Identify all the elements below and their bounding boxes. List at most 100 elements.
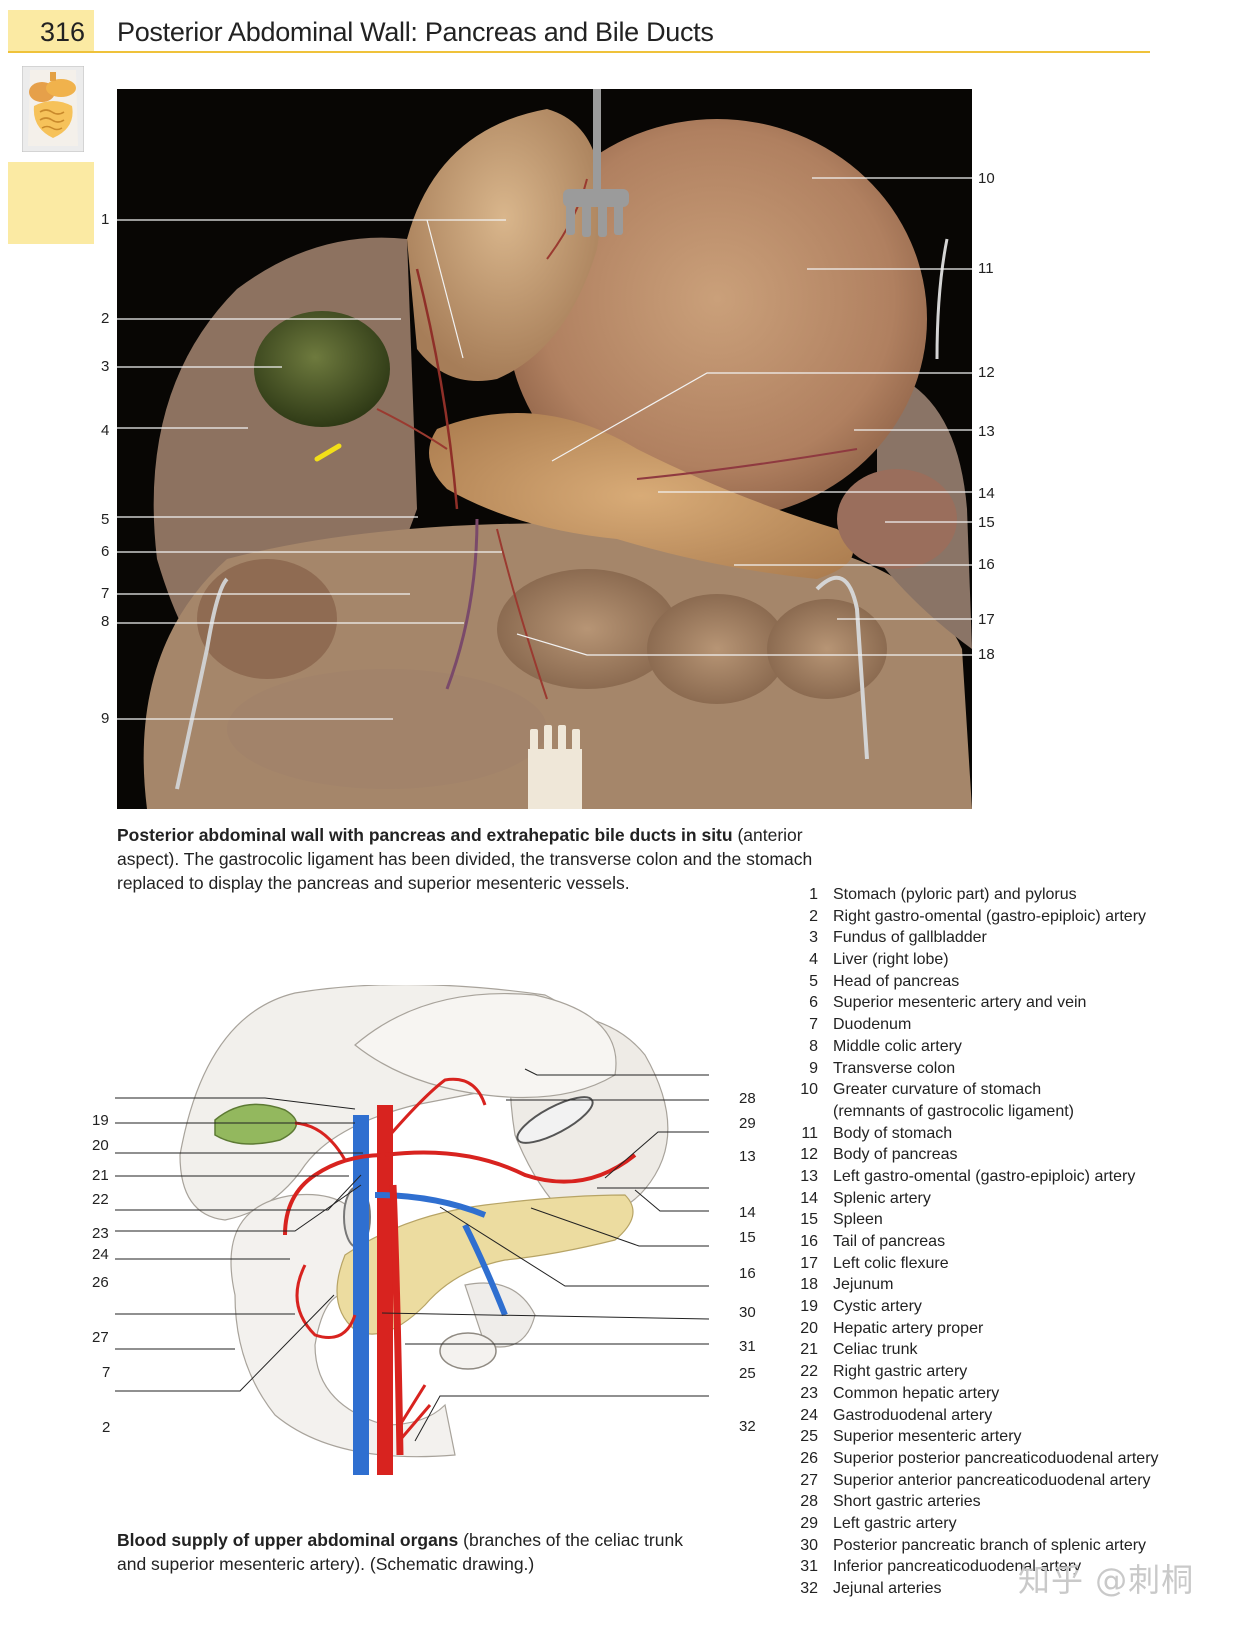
legend-number: 32 bbox=[800, 1580, 818, 1597]
stomach-pyloric-part bbox=[407, 109, 602, 381]
legend-number: 4 bbox=[809, 951, 818, 969]
legend-number: 8 bbox=[809, 1037, 818, 1055]
photo-label-8: 8 bbox=[101, 613, 110, 630]
vessel bbox=[496, 528, 548, 700]
left-gastric-artery bbox=[388, 1077, 487, 1136]
legend-number: 6 bbox=[809, 994, 818, 1012]
page-header: 316 Posterior Abdominal Wall: Pancreas a… bbox=[0, 0, 1150, 53]
legend-number: 12 bbox=[800, 1146, 818, 1164]
photo-label-12: 12 bbox=[978, 364, 995, 381]
jejunum-loop bbox=[497, 569, 677, 689]
legend-number: 15 bbox=[800, 1211, 818, 1229]
drawing-label-31: 31 bbox=[739, 1338, 756, 1355]
spleen bbox=[837, 469, 957, 569]
legend-number: 2 bbox=[809, 907, 818, 925]
legend-number: 10 bbox=[800, 1081, 818, 1099]
header-rule bbox=[8, 51, 1150, 53]
drawing-label-20: 20 bbox=[92, 1137, 109, 1154]
drawing-caption: Blood supply of upper abdominal organs (… bbox=[117, 1528, 717, 1576]
drawing-caption-text: (branches of the celiac trunk and superi… bbox=[117, 1530, 683, 1574]
legend-number: 23 bbox=[800, 1384, 818, 1402]
legend-item: 31 Inferior pancreaticoduodenal artery bbox=[800, 1556, 1220, 1578]
drawing-label-29: 29 bbox=[739, 1115, 756, 1132]
vessel bbox=[445, 518, 479, 690]
photo-label-13: 13 bbox=[978, 423, 995, 440]
legend-item: 8 Middle colic artery bbox=[800, 1036, 1220, 1058]
duodenum bbox=[197, 559, 337, 679]
legend-text: Superior anterior pancreaticoduodenal ar… bbox=[833, 1471, 1151, 1489]
legend-number: 17 bbox=[800, 1254, 818, 1272]
photo-caption-title: Posterior abdominal wall with pancreas a… bbox=[117, 825, 733, 845]
legend-number: 16 bbox=[800, 1233, 818, 1250]
retractor-wire-right bbox=[935, 238, 949, 360]
photo-label-6: 6 bbox=[101, 543, 110, 560]
drawing-label-14: 14 bbox=[739, 1204, 756, 1221]
drawing-label-16: 16 bbox=[739, 1265, 756, 1282]
photo-label-9: 9 bbox=[101, 710, 110, 727]
legend-text: Head of pancreas bbox=[833, 972, 960, 990]
drawing-caption-title: Blood supply of upper abdominal organs bbox=[117, 1530, 459, 1550]
legend-number: 28 bbox=[800, 1493, 818, 1511]
legend-item: 7 Duodenum bbox=[800, 1014, 1220, 1036]
drawing-label-25: 25 bbox=[739, 1365, 756, 1382]
legend-text: Left gastro-omental (gastro-epiploic) ar… bbox=[833, 1167, 1136, 1185]
schematic-drawing bbox=[115, 985, 710, 1475]
legend-text: Superior mesenteric artery and vein bbox=[833, 994, 1087, 1012]
legend-number: 14 bbox=[800, 1189, 818, 1207]
legend-text: Body of pancreas bbox=[833, 1146, 958, 1164]
legend-text: Celiac trunk bbox=[833, 1341, 918, 1359]
legend-text: Left gastric artery bbox=[833, 1514, 957, 1532]
photo-label-4: 4 bbox=[101, 422, 110, 439]
jejunum-loop bbox=[767, 599, 887, 699]
legend-text: Duodenum bbox=[833, 1016, 912, 1034]
page-number: 316 bbox=[40, 17, 86, 47]
drawing-label-26: 26 bbox=[92, 1274, 109, 1291]
legend-text: Common hepatic artery bbox=[833, 1384, 1000, 1402]
legend-text: (remnants of gastrocolic ligament) bbox=[833, 1102, 1074, 1120]
photo-label-1: 1 bbox=[101, 211, 110, 228]
legend-text: Cystic artery bbox=[833, 1298, 922, 1316]
hepatic-artery-proper bbox=[294, 1121, 347, 1161]
legend-text: Hepatic artery proper bbox=[833, 1319, 984, 1337]
transverse-colon bbox=[227, 669, 547, 789]
vessel bbox=[415, 268, 459, 510]
common-hepatic-artery bbox=[283, 1153, 386, 1236]
jejunum-cut-end bbox=[439, 1332, 497, 1370]
legend-number: 20 bbox=[800, 1319, 818, 1337]
dissection-photo bbox=[117, 89, 972, 809]
legend-number: 22 bbox=[800, 1363, 818, 1381]
legend-number: 11 bbox=[801, 1124, 818, 1142]
legend-number: 7 bbox=[809, 1016, 818, 1034]
drawing-label-7: 7 bbox=[102, 1364, 111, 1381]
photo-label-10: 10 bbox=[978, 170, 995, 187]
vessel bbox=[636, 448, 858, 480]
photo-label-5: 5 bbox=[101, 511, 110, 528]
legend-text: Right gastro-omental (gastro-epiploic) a… bbox=[833, 907, 1147, 925]
drawing-label-32: 32 bbox=[739, 1418, 756, 1435]
drawing-label-22: 22 bbox=[92, 1191, 109, 1208]
drawing-label-27: 27 bbox=[92, 1329, 109, 1346]
page-number-tab bbox=[8, 10, 94, 52]
legend-text: Inferior pancreaticoduodenal artery bbox=[833, 1558, 1082, 1576]
pancreas-body bbox=[429, 413, 853, 579]
legend-number: 1 bbox=[809, 886, 818, 903]
legend-text: Superior mesenteric artery bbox=[833, 1428, 1022, 1446]
legend-text: Middle colic artery bbox=[833, 1037, 962, 1055]
stomach-body bbox=[507, 119, 927, 519]
legend-number: 31 bbox=[800, 1558, 818, 1576]
legend-item: 20 Hepatic artery proper bbox=[800, 1318, 1220, 1340]
